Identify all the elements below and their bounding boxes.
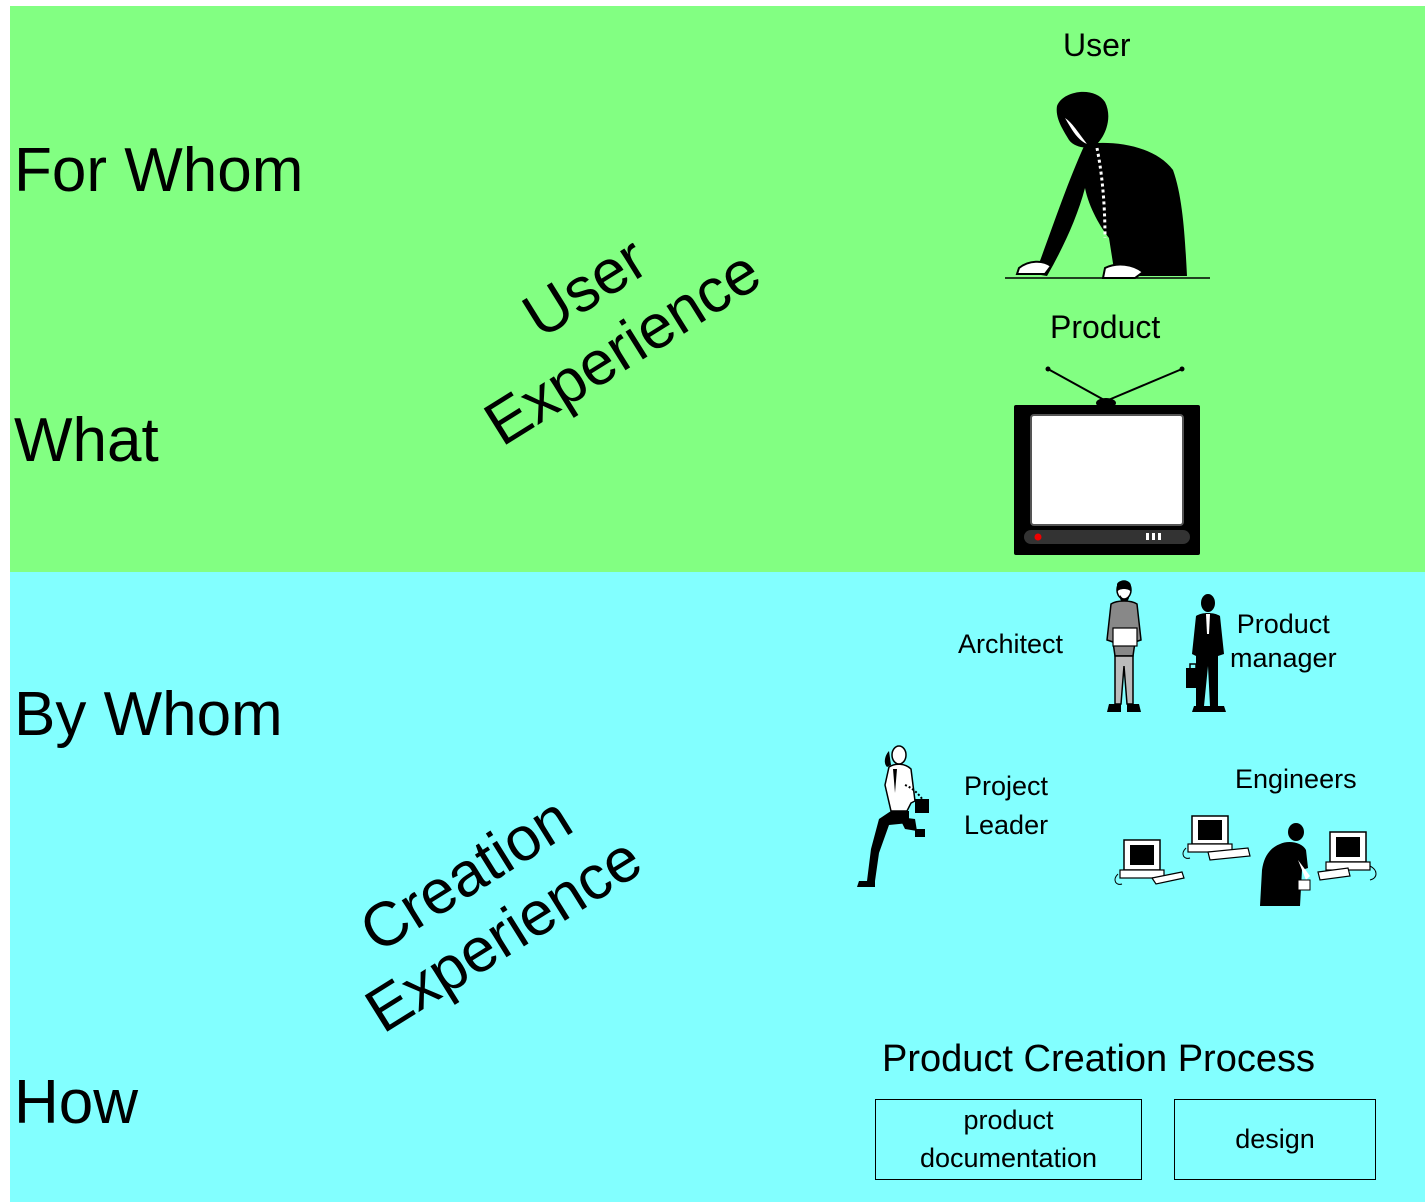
label-architect: Architect [958, 629, 1064, 659]
product-manager-figure-icon [1186, 594, 1226, 712]
computer-icon [1182, 815, 1251, 861]
label-by-whom: By Whom [14, 680, 283, 749]
label-product: Product [1050, 309, 1161, 345]
product-manager-line-1: Product [1236, 609, 1330, 639]
project-leader-figure-icon [857, 745, 929, 887]
user-figure-icon [1005, 91, 1210, 279]
computer-icon [1114, 839, 1185, 885]
project-leader-line-1: Project [964, 771, 1049, 801]
process-box-design: design [1174, 1099, 1376, 1180]
product-manager-line-2: manager [1230, 642, 1337, 673]
label-engineers: Engineers [1235, 764, 1357, 794]
label-product-manager: Product manager [1230, 608, 1337, 676]
label-for-whom: For Whom [14, 136, 304, 205]
label-how: How [14, 1068, 139, 1137]
process-box-1-line-2: documentation [919, 1142, 1098, 1173]
engineer-figure-icon [1260, 823, 1311, 906]
engineers-workstations-icon [1114, 815, 1377, 906]
process-title: Product Creation Process [882, 1038, 1315, 1080]
tv-icon [1014, 366, 1200, 555]
process-box-1-line-1: product [963, 1104, 1054, 1135]
label-user: User [1063, 27, 1131, 63]
label-what: What [14, 406, 159, 475]
process-box-product-documentation: product documentation [875, 1099, 1142, 1180]
project-leader-line-2: Leader [964, 810, 1049, 841]
architect-figure-icon [1106, 580, 1142, 712]
label-project-leader: Project Leader [964, 767, 1048, 845]
process-box-2-line-1: design [1235, 1123, 1315, 1154]
computer-icon [1317, 831, 1377, 881]
